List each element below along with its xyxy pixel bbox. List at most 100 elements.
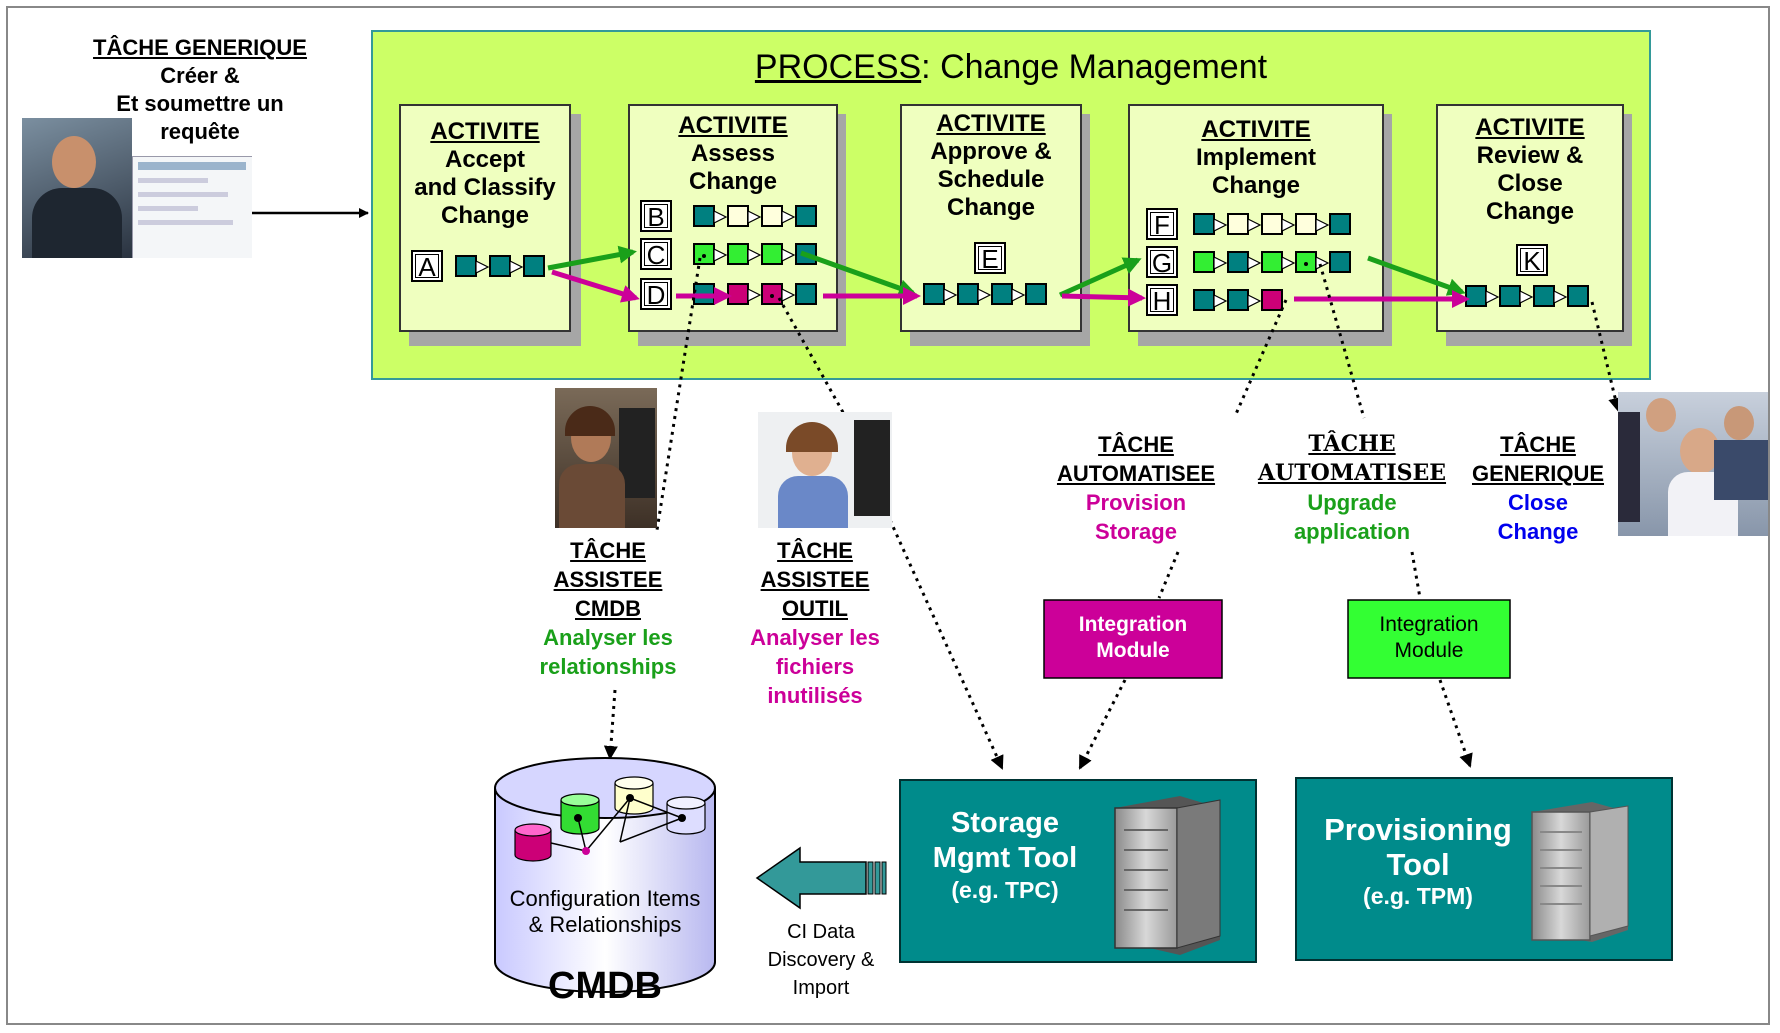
step-label-k: K [1516, 244, 1548, 276]
dotted-k-to-close [1590, 301, 1622, 412]
task-cmdb: TÂCHE ASSISTEE CMDB Analyser les relatio… [539, 538, 677, 679]
step-dot [770, 294, 774, 298]
step-connector [781, 210, 796, 224]
photo-tool-analyst [758, 412, 892, 528]
flow-arrow-green-3 [1058, 257, 1142, 298]
cmdb-label: Configuration Items& Relationships [509, 886, 701, 937]
step-box [1193, 251, 1215, 273]
dotted-int1-to-storage [1078, 679, 1127, 770]
step-box [693, 205, 715, 227]
step-connector [1519, 290, 1534, 304]
integration-module-1 [1043, 599, 1223, 679]
activity-accept-classify [399, 104, 571, 332]
step-connector [1213, 294, 1228, 308]
discovery-arrow-icon [755, 846, 887, 910]
step-box [1227, 213, 1249, 235]
task-auto-upgrade: TÂCHE AUTOMATISEE Upgrade application [1257, 431, 1447, 544]
step-box [1193, 289, 1215, 311]
step-box [727, 283, 749, 305]
step-connector [1553, 290, 1568, 304]
task-outil: TÂCHE ASSISTEE OUTIL Analyser les fichie… [750, 538, 880, 708]
photo-close-team [1618, 392, 1768, 536]
flow-arrow-mag-4 [1061, 288, 1146, 307]
step-dot [702, 254, 706, 258]
step-box [1193, 213, 1215, 235]
step-connector [713, 210, 728, 224]
step-box [991, 283, 1013, 305]
step-connector [509, 260, 524, 274]
step-box [1499, 285, 1521, 307]
step-connector [781, 288, 796, 302]
step-box [1329, 213, 1351, 235]
flow-arrow-mag-1 [551, 269, 640, 303]
step-box [1295, 213, 1317, 235]
step-box [523, 255, 545, 277]
flow-arrow-green-4 [1367, 255, 1466, 296]
step-box [957, 283, 979, 305]
server-icon [1114, 796, 1221, 955]
step-connector [747, 288, 762, 302]
step-label-e: E [974, 242, 1006, 274]
step-connector [1011, 288, 1026, 302]
step-connector [977, 288, 992, 302]
photo-cmdb-analyst [555, 388, 657, 528]
step-box [455, 255, 477, 277]
step-connector [1247, 218, 1262, 232]
step-connector [1213, 256, 1228, 270]
flow-arrow-green-2 [800, 250, 917, 297]
step-label-d: D [640, 278, 672, 310]
step-box [1533, 285, 1555, 307]
step-connector [1315, 218, 1330, 232]
dotted-g-to-auto2 [1318, 263, 1366, 419]
integration-module-2 [1347, 599, 1511, 679]
dotted-int2-to-prov [1438, 679, 1473, 768]
diagram-frame [6, 6, 1770, 1025]
step-box [1567, 285, 1589, 307]
step-box [1261, 289, 1283, 311]
server-icon [1531, 802, 1629, 942]
dotted-to-cmdb [603, 689, 618, 760]
step-connector [475, 260, 490, 274]
cmdb-title: CMDB [548, 965, 662, 1007]
step-box [795, 283, 817, 305]
step-box [1227, 289, 1249, 311]
process-title: PROCESS: Change Management [754, 48, 1268, 86]
step-label-a: A [411, 250, 443, 282]
task-submit: TÂCHE GENERIQUE Créer & Et soumettre un … [93, 35, 307, 144]
step-connector [1281, 256, 1296, 270]
dotted-c-to-cmdb-task [655, 257, 702, 531]
dotted-h-to-auto1 [1234, 299, 1288, 415]
dotted-auto1-to-int1 [1157, 551, 1180, 599]
task-auto-provision: TÂCHE AUTOMATISEE Provision Storage [1056, 432, 1216, 544]
step-box [1261, 213, 1283, 235]
step-box [489, 255, 511, 277]
step-connector [1213, 218, 1228, 232]
step-box [795, 205, 817, 227]
step-box [923, 283, 945, 305]
step-connector [713, 248, 728, 262]
dotted-to-storage-1 [888, 519, 1004, 770]
step-connector [747, 210, 762, 224]
step-label-b: B [640, 200, 672, 232]
step-connector [1247, 256, 1262, 270]
step-label-g: G [1146, 246, 1178, 278]
step-connector [747, 248, 762, 262]
step-label-h: H [1146, 284, 1178, 316]
step-box [761, 243, 783, 265]
step-connector [1315, 256, 1330, 270]
dotted-auto2-to-int2 [1410, 551, 1422, 599]
step-box [727, 205, 749, 227]
step-box [727, 243, 749, 265]
step-box [1465, 285, 1487, 307]
